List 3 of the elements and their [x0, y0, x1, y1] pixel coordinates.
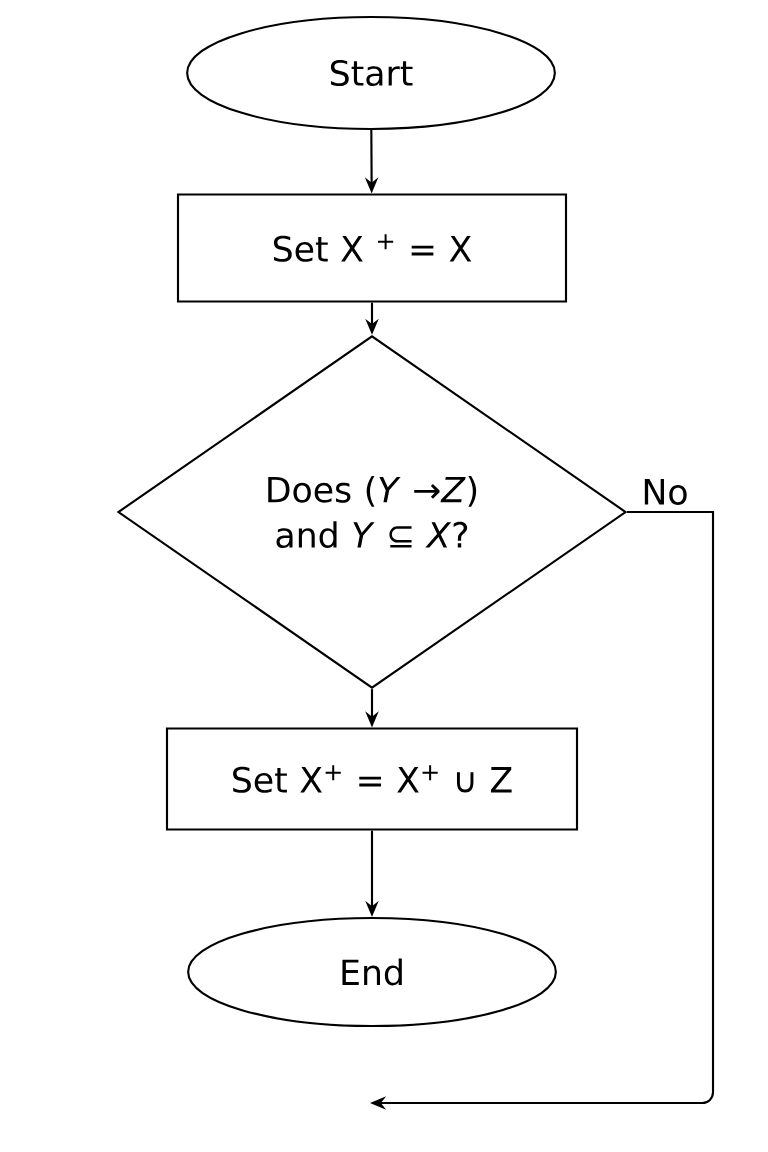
process-box: Set X $^{+}$ = X [176, 193, 568, 303]
edge-label: No [640, 477, 690, 507]
process-box: Set X$^{+}$ = X$^{+}$ ∪ Z [165, 727, 579, 831]
